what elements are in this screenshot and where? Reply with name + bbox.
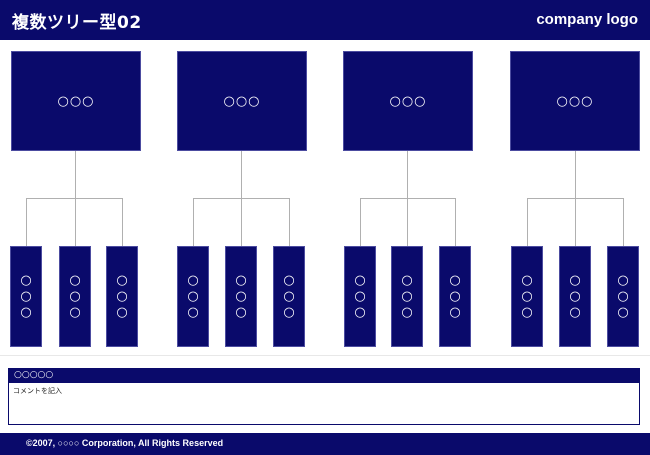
copyright-text: ©2007, ○○○○ Corporation, All Rights Rese…: [26, 438, 224, 448]
connector-line: [193, 198, 194, 246]
connector-line: [623, 198, 624, 246]
comment-placeholder: コメントを記入: [13, 387, 62, 395]
connector-line: [407, 198, 408, 246]
divider: [0, 355, 650, 356]
connector-line: [407, 151, 408, 199]
connector-line: [575, 198, 576, 246]
child-node: ○○○: [511, 246, 543, 347]
child-node: ○○○: [59, 246, 91, 347]
connector-line: [122, 198, 123, 246]
child-node: ○○○: [273, 246, 305, 347]
child-node: ○○○: [344, 246, 376, 347]
child-node: ○○○: [439, 246, 471, 347]
comment-heading: ○○○○○: [8, 368, 640, 382]
connector-line: [360, 198, 456, 199]
child-node: ○○○: [607, 246, 639, 347]
child-node: ○○○: [391, 246, 423, 347]
connector-line: [26, 198, 27, 246]
connector-line: [75, 198, 76, 246]
connector-line: [360, 198, 361, 246]
connector-line: [75, 151, 76, 199]
connector-line: [241, 151, 242, 199]
parent-node: ○○○: [11, 51, 141, 151]
child-node: ○○○: [225, 246, 257, 347]
parent-node: ○○○: [510, 51, 640, 151]
connector-line: [289, 198, 290, 246]
child-node: ○○○: [559, 246, 591, 347]
parent-node: ○○○: [177, 51, 307, 151]
child-node: ○○○: [10, 246, 42, 347]
connector-line: [26, 198, 122, 199]
connector-line: [241, 198, 242, 246]
comment-area[interactable]: コメントを記入: [8, 382, 640, 425]
connector-line: [575, 151, 576, 199]
footer-bar: ©2007, ○○○○ Corporation, All Rights Rese…: [0, 433, 650, 455]
connector-line: [527, 198, 528, 246]
child-node: ○○○: [177, 246, 209, 347]
child-node: ○○○: [106, 246, 138, 347]
company-logo: company logo: [536, 11, 638, 28]
header-bar: 複数ツリー型02 company logo: [0, 0, 650, 40]
parent-node: ○○○: [343, 51, 473, 151]
page-title: 複数ツリー型02: [12, 13, 142, 33]
connector-line: [455, 198, 456, 246]
